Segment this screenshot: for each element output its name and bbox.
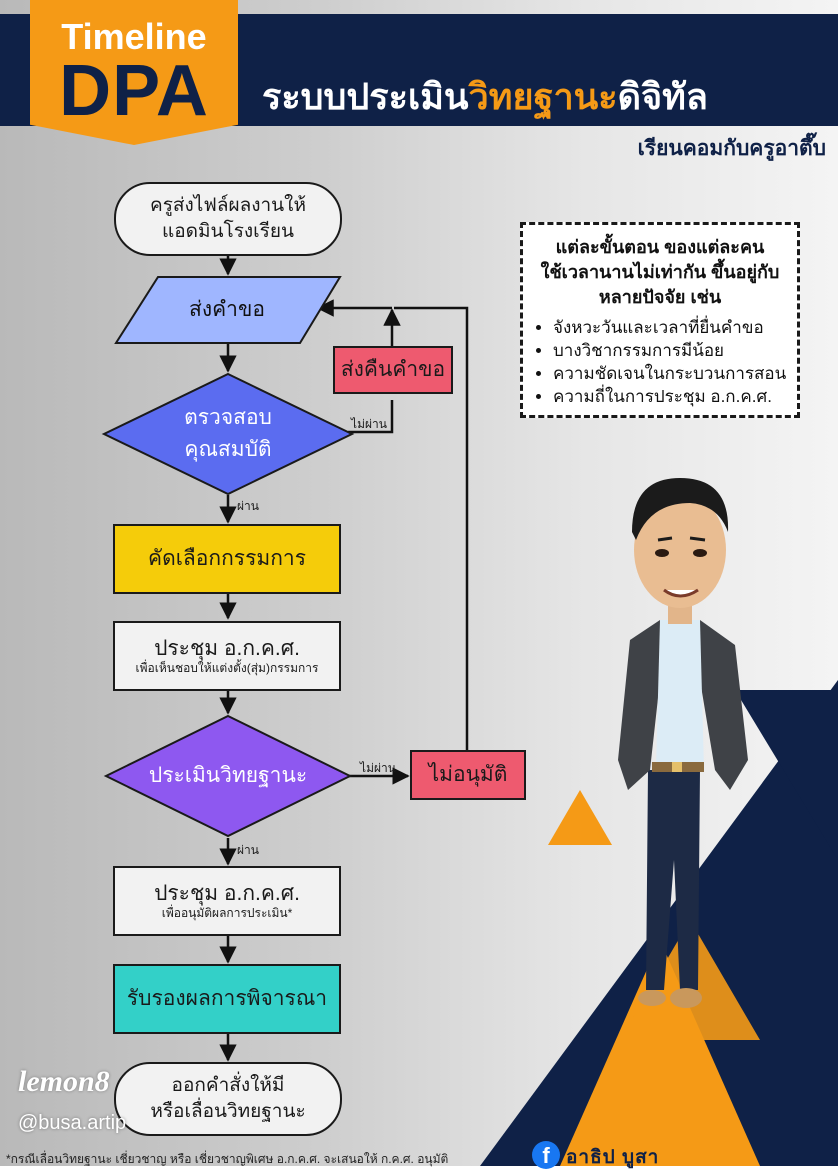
meeting-1-title: ประชุม อ.ก.ค.ศ. xyxy=(154,636,300,660)
note-heading-line-3: หลายปัจจัย เช่น xyxy=(598,287,722,307)
note-item: จังหวะวันและเวลาที่ยื่นคำขอ xyxy=(553,316,787,339)
meeting-2-subtitle: เพื่ออนุมัติผลการประเมิน* xyxy=(161,905,293,920)
start-line-1: ครูส่งไฟล์ผลงานให้ xyxy=(150,195,306,216)
submit-parallelogram xyxy=(114,276,342,344)
note-item: ความถี่ในการประชุม อ.ก.ค.ศ. xyxy=(553,385,787,408)
check-diamond xyxy=(101,372,355,496)
check-pass-label: ผ่าน xyxy=(237,498,259,513)
meeting-2-title: ประชุม อ.ก.ค.ศ. xyxy=(154,881,300,905)
end-line-2: หรือเลื่อนวิทยฐานะ xyxy=(150,1101,306,1122)
note-item: ความชัดเจนในกระบวนการสอน xyxy=(553,362,787,385)
author-handle: @busa.artip xyxy=(18,1112,127,1134)
footnote: *กรณีเลื่อนวิทยฐานะ เชี่ยวชาญ หรือ เชี่ย… xyxy=(6,1152,449,1166)
author-name: อาธิป บูสา xyxy=(566,1147,660,1168)
meeting-1-subtitle: เพื่อเห็นชอบให้แต่งตั้ง(สุ่ม)กรรมการ xyxy=(135,660,319,675)
page-title: ระบบประเมินวิทยฐานะดิจิทัล xyxy=(262,76,708,117)
badge-line-1: Timeline xyxy=(61,16,207,57)
note-heading: แต่ละขั้นตอน ของแต่ละคน ใช้เวลานานไม่เท่… xyxy=(533,235,787,310)
evaluate-label: ประเมินวิทยฐานะ xyxy=(148,764,308,787)
check-line-1: ตรวจสอบ xyxy=(184,406,272,429)
facebook-icon: f xyxy=(532,1141,560,1169)
lemon8-watermark: lemon8 xyxy=(18,1065,110,1098)
check-fail-label: ไม่ผ่าน xyxy=(351,416,387,431)
end-terminal: ออกคำสั่งให้มี หรือเลื่อนวิทยฐานะ xyxy=(114,1062,342,1136)
check-line-2: คุณสมบัติ xyxy=(184,438,272,461)
badge-line-2: DPA xyxy=(59,51,209,131)
submit-label: ส่งคำขอ xyxy=(189,298,265,321)
evaluate-diamond xyxy=(103,714,353,838)
meeting-2-box: ประชุม อ.ก.ค.ศ. เพื่ออนุมัติผลการประเมิน… xyxy=(113,866,341,936)
timeline-badge: Timeline DPA xyxy=(30,0,238,145)
note-heading-line-1: แต่ละขั้นตอน ของแต่ละคน xyxy=(555,237,765,257)
certify-box: รับรองผลการพิจารณา xyxy=(113,964,341,1034)
meeting-1-box: ประชุม อ.ก.ค.ศ. เพื่อเห็นชอบให้แต่งตั้ง(… xyxy=(113,621,341,691)
start-line-2: แอดมินโรงเรียน xyxy=(161,221,295,242)
end-line-1: ออกคำสั่งให้มี xyxy=(171,1075,285,1096)
not-approved-box: ไม่อนุมัติ xyxy=(410,750,526,800)
note-item: บางวิชากรรมการมีน้อย xyxy=(553,339,787,362)
factors-note: แต่ละขั้นตอน ของแต่ละคน ใช้เวลานานไม่เท่… xyxy=(520,222,800,418)
channel-name: เรียนคอมกับครูอาตึ๊บ xyxy=(637,137,826,160)
select-committee-box: คัดเลือกกรรมการ xyxy=(113,524,341,594)
note-list: จังหวะวันและเวลาที่ยื่นคำขอ บางวิชากรรมก… xyxy=(533,316,787,408)
return-request-box: ส่งคืนคำขอ xyxy=(333,346,453,394)
start-terminal: ครูส่งไฟล์ผลงานให้ แอดมินโรงเรียน xyxy=(114,182,342,256)
evaluate-pass-label: ผ่าน xyxy=(237,842,259,857)
check-qualification-label: ตรวจสอบ คุณสมบัติ xyxy=(150,398,306,470)
evaluate-fail-label: ไม่ผ่าน xyxy=(360,760,396,775)
note-heading-line-2: ใช้เวลานานไม่เท่ากัน ขึ้นอยู่กับ xyxy=(540,262,780,282)
